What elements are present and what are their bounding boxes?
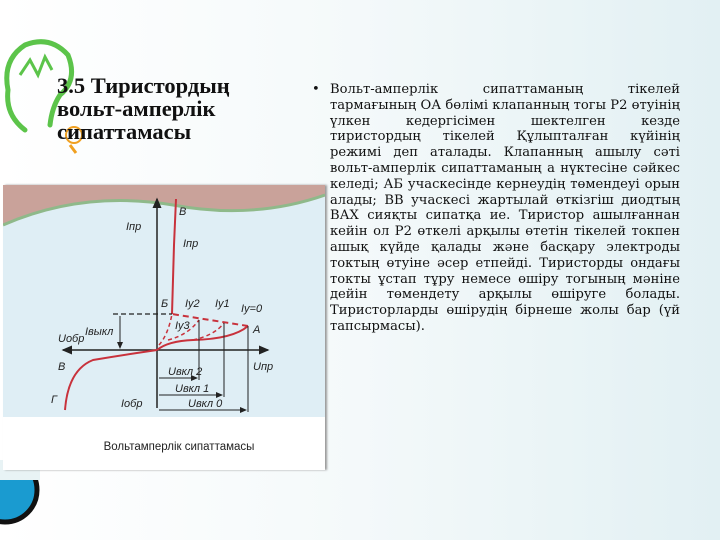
on-state-curve [171, 198, 177, 315]
label-iy1: Iу1 [215, 298, 230, 310]
label-point-g: Г [51, 394, 58, 406]
vac-figure: Iпр В Iпр Б Iу2 Iу1 Iу=0 Iу3 A Iвыкл Uоб… [3, 185, 325, 470]
bowl-decoration-icon [0, 460, 40, 525]
vac-diagram: Iпр В Iпр Б Iу2 Iу1 Iу=0 Iу3 A Iвыкл Uоб… [3, 185, 325, 417]
label-u-vkl2: Uвкл 2 [168, 366, 202, 378]
lightbulb-decoration-icon [4, 39, 75, 133]
iy3-curve [158, 313, 173, 346]
label-i-pr: Iпр [126, 221, 141, 233]
diagram-header-wave [3, 185, 325, 225]
label-u-reverse: Uобр [58, 333, 84, 345]
label-i-pr-curve: Iпр [183, 238, 198, 250]
body-text: Вольт-амперлік сипаттаманың тікелей тарм… [330, 82, 680, 334]
bullet-marker: • [312, 82, 320, 97]
label-iy3: Iу3 [175, 320, 191, 332]
label-point-b: Б [161, 298, 168, 310]
label-u-vkl0: Uвкл 0 [188, 398, 223, 410]
label-u-vkl1: Uвкл 1 [175, 383, 209, 395]
label-iy0: Iу=0 [241, 303, 263, 315]
label-point-a: A [252, 324, 260, 336]
label-iy2: Iу2 [185, 298, 200, 310]
iy2-curve [167, 319, 200, 341]
label-point-v-top: В [179, 206, 186, 218]
label-i-off: Iвыкл [85, 326, 113, 338]
iy1-curve [192, 322, 225, 341]
body-text-block: • Вольт-амперлік сипаттаманың тікелей та… [312, 82, 680, 335]
label-i-reverse: Iобр [121, 398, 142, 410]
slide-title: 3.5 Тиристордың вольт-амперлік сипаттама… [57, 73, 230, 144]
label-u-forward: Uпр [253, 361, 273, 373]
label-point-v: В [58, 361, 65, 373]
switch-dashed-line [171, 313, 249, 327]
small-bulb-icon [65, 126, 83, 154]
figure-caption: Вольтамперлік сипаттамасы [103, 441, 255, 453]
reverse-branch-curve [64, 349, 158, 411]
